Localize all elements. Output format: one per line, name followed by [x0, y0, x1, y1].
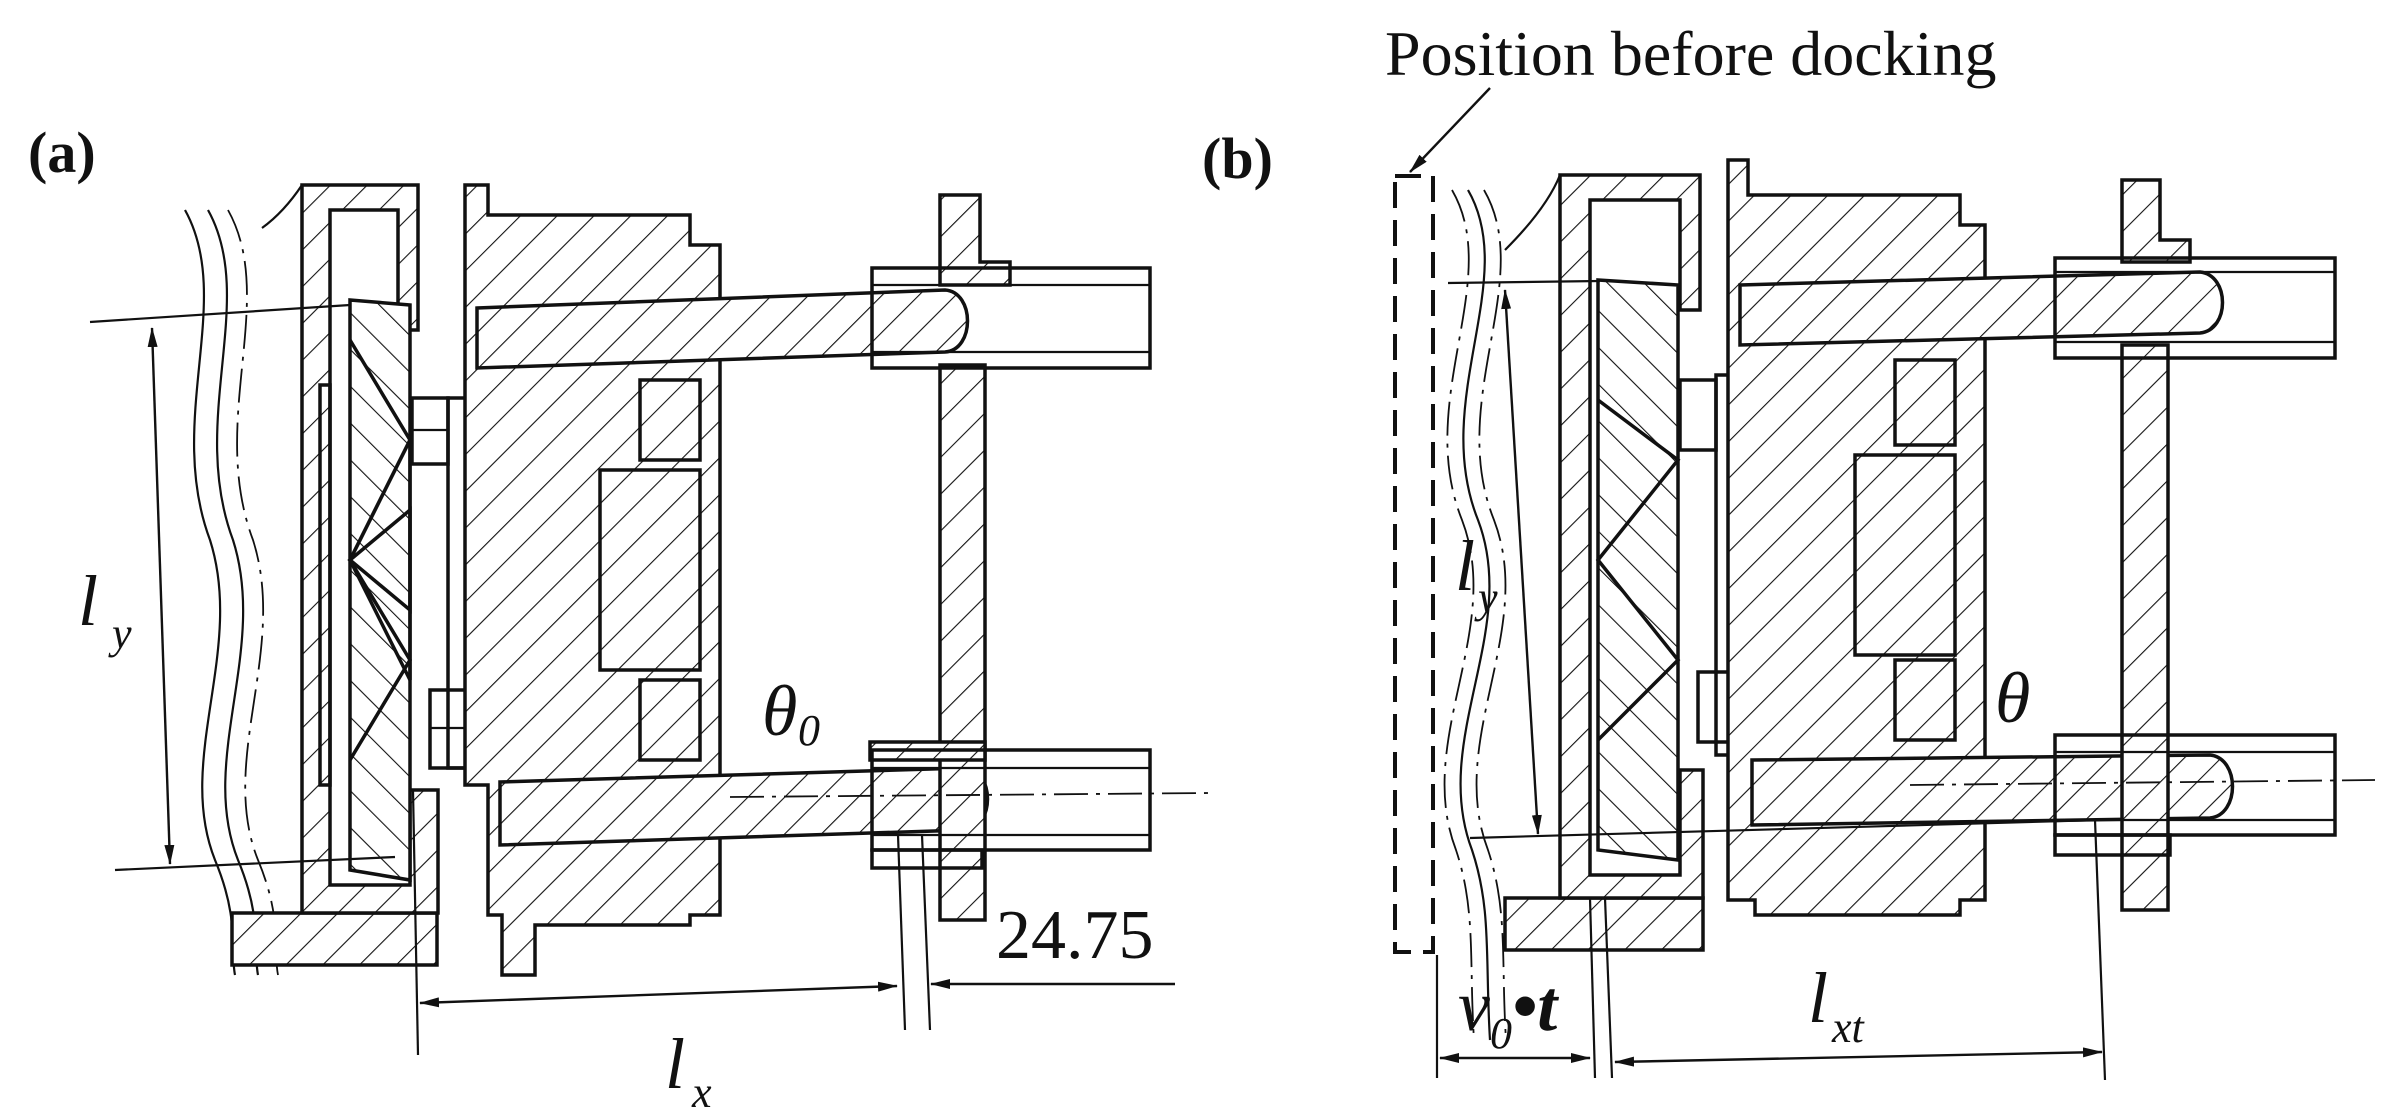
- receiving-plate-b: [2120, 178, 2192, 264]
- centerline-a: [729, 792, 1211, 798]
- base-plate-b: [1503, 896, 1705, 952]
- ly-dimension-b: [1501, 289, 1542, 835]
- bolt-top-b: [1678, 378, 1718, 452]
- outer-frame-b: [1558, 173, 1705, 900]
- ly-dimension-a: [147, 327, 175, 865]
- panel-a: (a): [28, 120, 1211, 1117]
- lower-pin-a: [498, 766, 990, 847]
- lx-dimension-a: [419, 981, 898, 1008]
- ly-label-b: l: [1455, 526, 1475, 606]
- ly-label-a: l: [78, 561, 98, 641]
- ly-sub-b: y: [1474, 573, 1498, 622]
- upper-sleeve-a: [870, 266, 1152, 370]
- base-plate-a: [230, 911, 439, 967]
- panel-b-label: (b): [1202, 126, 1273, 191]
- lx-label-a: l: [665, 1024, 685, 1104]
- position-caption-b: Position before docking: [1385, 18, 1996, 89]
- ly-sub-a: y: [108, 609, 132, 658]
- v0t-rest-b: •t: [1512, 966, 1559, 1046]
- lower-sleeve-a: [870, 748, 1152, 852]
- offset-value-a: 24.75: [996, 897, 1154, 974]
- panel-a-label: (a): [28, 120, 96, 185]
- lower-pin-b: [1750, 753, 2235, 827]
- spring-stack-b: [1596, 278, 1680, 862]
- lower-sleeve-b: [2053, 733, 2337, 837]
- centerline-b: [1909, 779, 2376, 786]
- v0t-v-b: v: [1458, 966, 1490, 1046]
- receiving-plate-a: [938, 193, 1012, 287]
- caption-arrow-b: [1409, 87, 1491, 173]
- lxt-dimension-b: [1614, 1047, 2103, 1067]
- lxt-sub-b: xt: [1831, 1003, 1866, 1052]
- v0t-sub-b: 0: [1490, 1009, 1512, 1058]
- lxt-label-b: l: [1808, 958, 1828, 1038]
- pre-docking-outline-b: [1393, 174, 1435, 954]
- hull-surface-a: [184, 209, 279, 976]
- lx-sub-a: x: [691, 1068, 712, 1117]
- upper-pin-b: [1738, 270, 2225, 347]
- theta0-sub-a: 0: [798, 706, 820, 755]
- panel-b: (b) Position before docking: [1202, 18, 2376, 1081]
- inner-plate-a: [318, 383, 332, 787]
- upper-sleeve-b: [2053, 256, 2337, 360]
- theta-label-b: θ: [1995, 658, 2030, 738]
- theta0-label-a: θ: [762, 671, 797, 751]
- hull-surface-b: [1443, 189, 1507, 1041]
